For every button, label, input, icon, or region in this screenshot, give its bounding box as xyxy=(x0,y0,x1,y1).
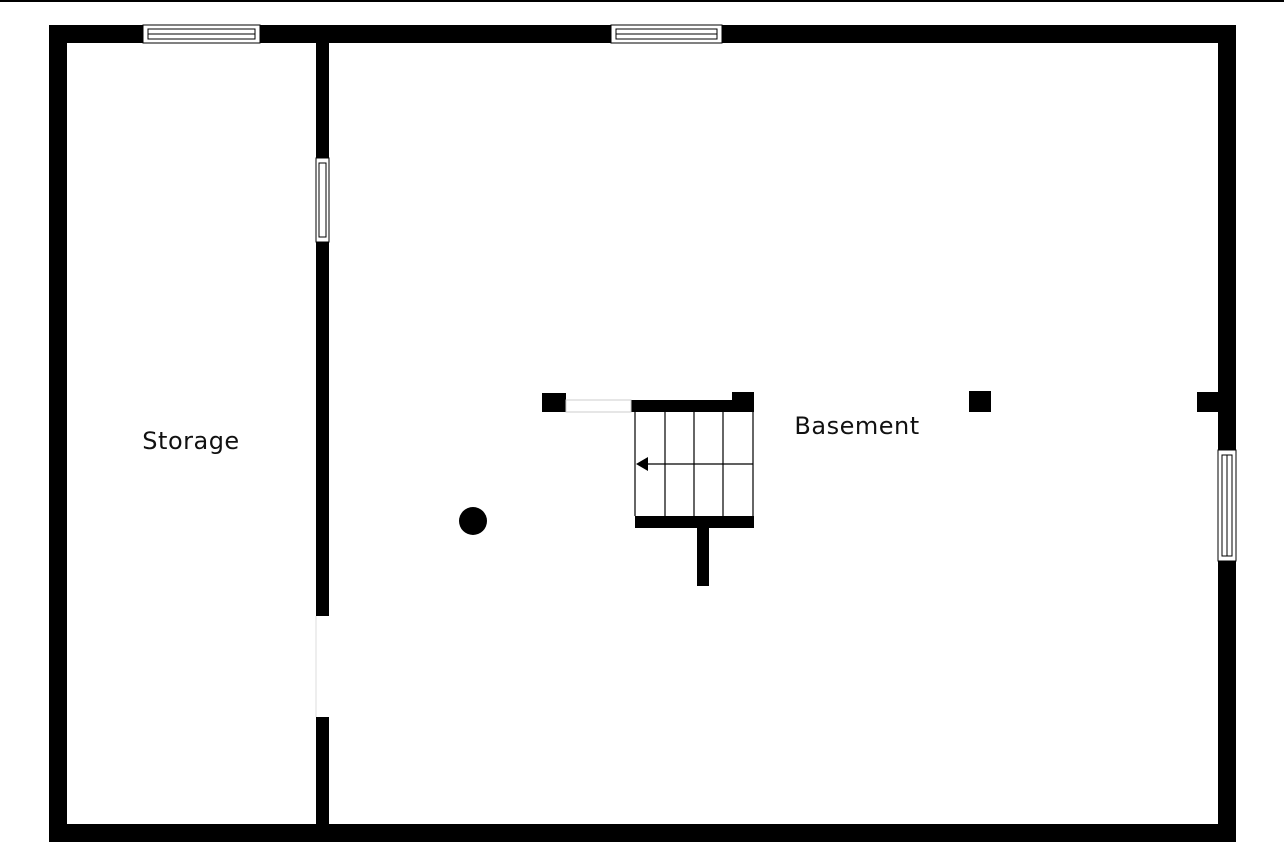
wall-right-lower xyxy=(1218,561,1236,842)
wall-post-right xyxy=(1197,392,1218,412)
stair-wall-bottom xyxy=(635,516,754,528)
wall-left xyxy=(49,25,67,842)
structural-posts xyxy=(459,391,1218,535)
stair-direction-arrow-icon xyxy=(636,457,648,471)
window-partition xyxy=(315,157,330,243)
wall-bottom xyxy=(49,824,1236,842)
stair-wall-top xyxy=(631,400,754,412)
room-label-basement: Basement xyxy=(794,412,919,440)
stair-stem xyxy=(697,528,709,586)
stair-post-top-right xyxy=(732,392,754,412)
wall-right-upper xyxy=(1218,25,1236,450)
staircase xyxy=(631,392,754,586)
window-top-left xyxy=(142,24,261,44)
support-post xyxy=(969,391,991,412)
window-right xyxy=(1217,449,1237,562)
windows xyxy=(142,24,1237,562)
stair-rail xyxy=(565,399,632,413)
partition-wall-middle xyxy=(316,242,329,616)
window-top-center xyxy=(610,24,723,44)
partition-wall xyxy=(315,25,329,842)
partition-wall-lower xyxy=(316,717,329,842)
room-label-storage: Storage xyxy=(142,427,239,455)
stair-post-left xyxy=(542,393,566,412)
stair-landing xyxy=(542,393,632,413)
support-column xyxy=(459,507,487,535)
partition-wall-upper xyxy=(316,25,329,158)
